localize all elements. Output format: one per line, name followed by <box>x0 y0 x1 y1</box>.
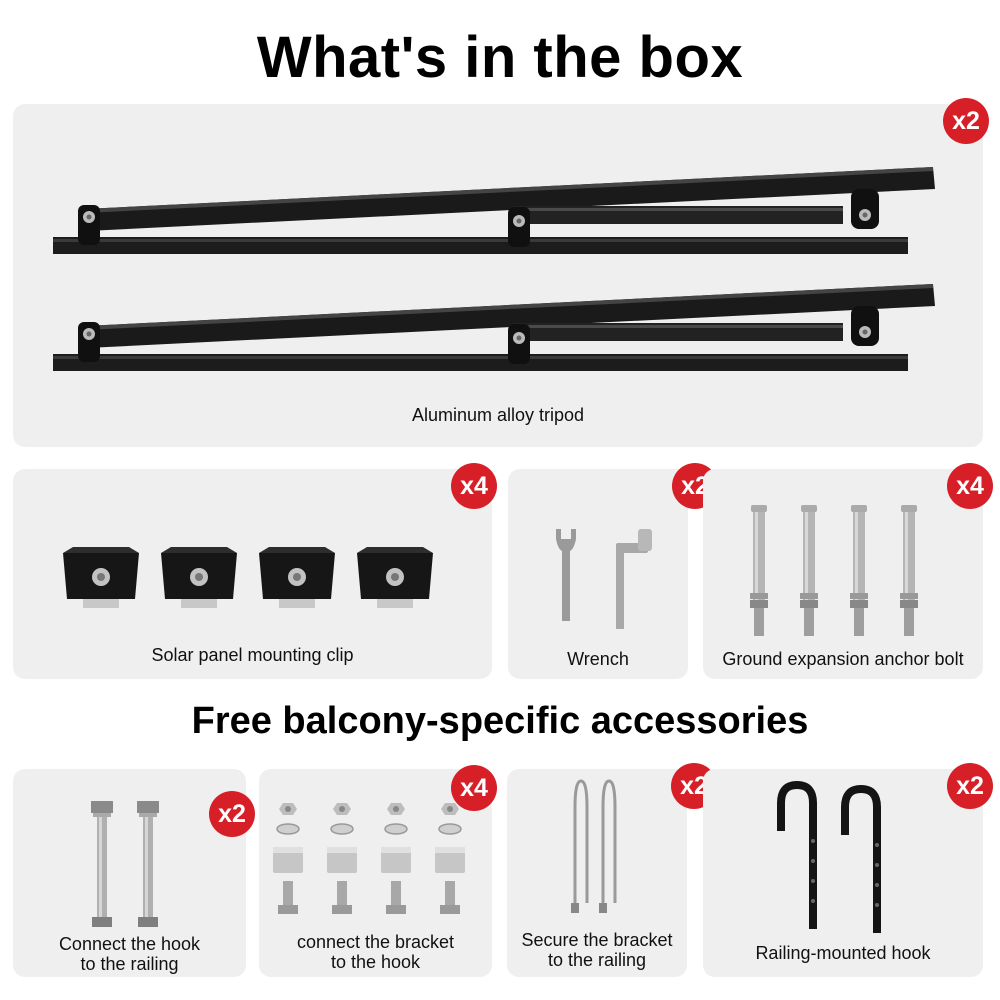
cable-tie-label-line2: to the railing <box>547 950 647 970</box>
cable-tie-image <box>571 779 617 913</box>
tripod-label: Aluminum alloy tripod <box>411 405 585 425</box>
tripod-quantity-badge: x2 <box>943 98 989 144</box>
mounting-clip-card: x4 Solar panel mounting clip <box>13 463 497 679</box>
bracket-bolt-label: connect the bracket to the hook <box>259 932 492 972</box>
bracket-bolt-card: x4 connect the bracket to the hook <box>259 765 497 977</box>
hook-bolt-label: Connect the hook to the railing <box>13 934 246 974</box>
anchor-bolt-card: x4 Ground expansion anchor bolt <box>703 463 993 679</box>
cable-tie-label: Secure the bracket to the railing <box>507 930 687 970</box>
anchor-bolt-label: Ground expansion anchor bolt <box>722 649 964 669</box>
tripod-image <box>53 167 935 371</box>
cable-tie-label-line1: Secure the bracket <box>521 930 673 950</box>
hook-bolt-label-line2: to the railing <box>80 954 179 974</box>
railing-hook-quantity-badge: x2 <box>947 763 993 809</box>
hook-bolt-quantity-badge: x2 <box>209 791 255 837</box>
hook-bolt-card: x2 Connect the hook to the railing <box>13 769 255 977</box>
cable-tie-card: x2 Secure the bracket to the railing <box>507 763 717 977</box>
railing-hook-card: x2 Railing-mounted hook <box>703 763 993 977</box>
railing-hook-image <box>777 780 913 927</box>
bracket-bolt-quantity-badge: x4 <box>451 765 497 811</box>
mounting-clip-image <box>63 547 433 608</box>
mounting-clip-label: Solar panel mounting clip <box>151 645 354 665</box>
hook-bolt-image <box>91 801 159 927</box>
wrench-label: Wrench <box>567 649 629 669</box>
mounting-clip-quantity-badge: x4 <box>451 463 497 509</box>
hook-bolt-label-line1: Connect the hook <box>58 934 201 954</box>
page-title: What's in the box <box>256 25 744 90</box>
wrench-card: x2 Wrench <box>508 463 718 679</box>
anchor-bolt-quantity-badge: x4 <box>947 463 993 509</box>
anchor-bolt-image <box>750 505 918 636</box>
railing-hook-label: Railing-mounted hook <box>755 943 931 963</box>
bracket-bolt-label-line1: connect the bracket <box>296 932 455 952</box>
bracket-bolt-label-line2: to the hook <box>330 952 421 972</box>
accessories-title: Free balcony-specific accessories <box>191 700 809 742</box>
bracket-bolt-image <box>273 802 466 915</box>
tripod-card: x2 Aluminum alloy tripod <box>13 98 989 447</box>
wrench-image <box>556 529 652 629</box>
